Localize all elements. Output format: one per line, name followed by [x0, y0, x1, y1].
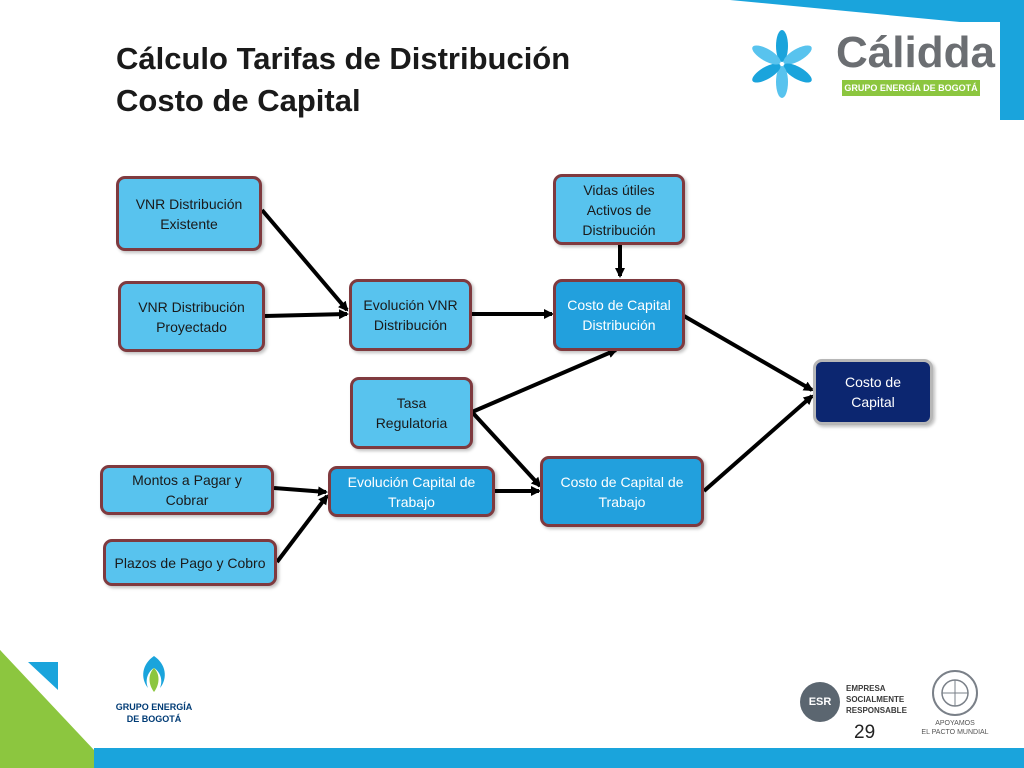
esr-line-3: RESPONSABLE — [846, 706, 907, 715]
calidda-name: Cálidda — [836, 28, 995, 77]
globe-icon — [932, 670, 978, 716]
geb-line-1: GRUPO ENERGÍA — [115, 702, 193, 712]
node-vnr-proyectado: VNR Distribución Proyectado — [118, 281, 265, 352]
calidda-tagline: GRUPO ENERGÍA DE BOGOTÁ — [842, 80, 980, 96]
title-line-1: Cálculo Tarifas de Distribución — [116, 41, 571, 76]
title-line-2: Costo de Capital — [116, 83, 361, 118]
arrow-proyectado-to-evolucion — [264, 309, 349, 320]
node-evolucion-vnr: Evolución VNR Distribución — [349, 279, 472, 351]
compact-line-2: EL PACTO MUNDIAL — [921, 729, 989, 736]
node-costo-capital-trabajo: Costo de Capital de Trabajo — [540, 456, 704, 527]
node-costo-capital: Costo de Capital — [813, 359, 933, 425]
footer-bar — [94, 748, 1024, 768]
node-evolucion-capital-trabajo: Evolución Capital de Trabajo — [328, 466, 495, 517]
page-number: 29 — [854, 722, 876, 743]
compact-line-1: APOYAMOS — [935, 720, 975, 727]
arrow-costodist-to-costo — [682, 314, 814, 392]
arrow-tasa-to-costotrabajo — [470, 410, 542, 488]
arrow-costotrabajo-to-costo — [702, 394, 814, 493]
node-vidas-utiles: Vidas útiles Activos de Distribución — [553, 174, 685, 245]
slide-title: Cálculo Tarifas de Distribución Costo de… — [116, 38, 570, 122]
geb-flame-icon — [143, 656, 165, 692]
geb-logo: GRUPO ENERGÍA DE BOGOTÁ — [104, 654, 204, 734]
global-compact-logo: APOYAMOS EL PACTO MUNDIAL — [918, 668, 992, 740]
arrow-tasa-to-costodist — [471, 348, 618, 414]
esr-badge-text: ESR — [808, 696, 832, 708]
arrow-plazos-to-evtrabajo — [275, 494, 329, 564]
node-plazos: Plazos de Pago y Cobro — [103, 539, 277, 586]
node-tasa-regulatoria: Tasa Regulatoria — [350, 377, 473, 449]
esr-line-2: SOCIALMENTE — [846, 695, 905, 704]
esr-logo: ESR EMPRESA SOCIALMENTE RESPONSABLE — [800, 680, 910, 724]
esr-line-1: EMPRESA — [846, 684, 886, 693]
esr-badge-icon: ESR — [800, 682, 840, 722]
node-costo-capital-distribucion: Costo de Capital Distribución — [553, 279, 685, 351]
calidda-flower-icon — [752, 30, 812, 98]
arrow-existente-to-evolucion — [260, 208, 349, 312]
node-montos: Montos a Pagar y Cobrar — [100, 465, 274, 515]
node-vnr-existente: VNR Distribución Existente — [116, 176, 262, 251]
calidda-logo: Cálidda GRUPO ENERGÍA DE BOGOTÁ — [742, 26, 995, 102]
geb-line-2: DE BOGOTÁ — [126, 714, 182, 724]
arrow-montos-to-evtrabajo — [273, 486, 328, 497]
